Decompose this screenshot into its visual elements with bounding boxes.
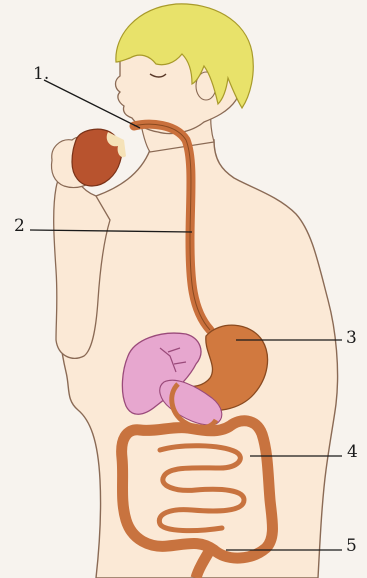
callout-label-4: 4 — [347, 444, 358, 461]
callout-label-2: 2 — [14, 218, 25, 235]
callout-label-3: 3 — [346, 330, 357, 347]
callout-label-1: 1. — [33, 66, 49, 83]
callout-label-5: 5 — [346, 538, 357, 555]
